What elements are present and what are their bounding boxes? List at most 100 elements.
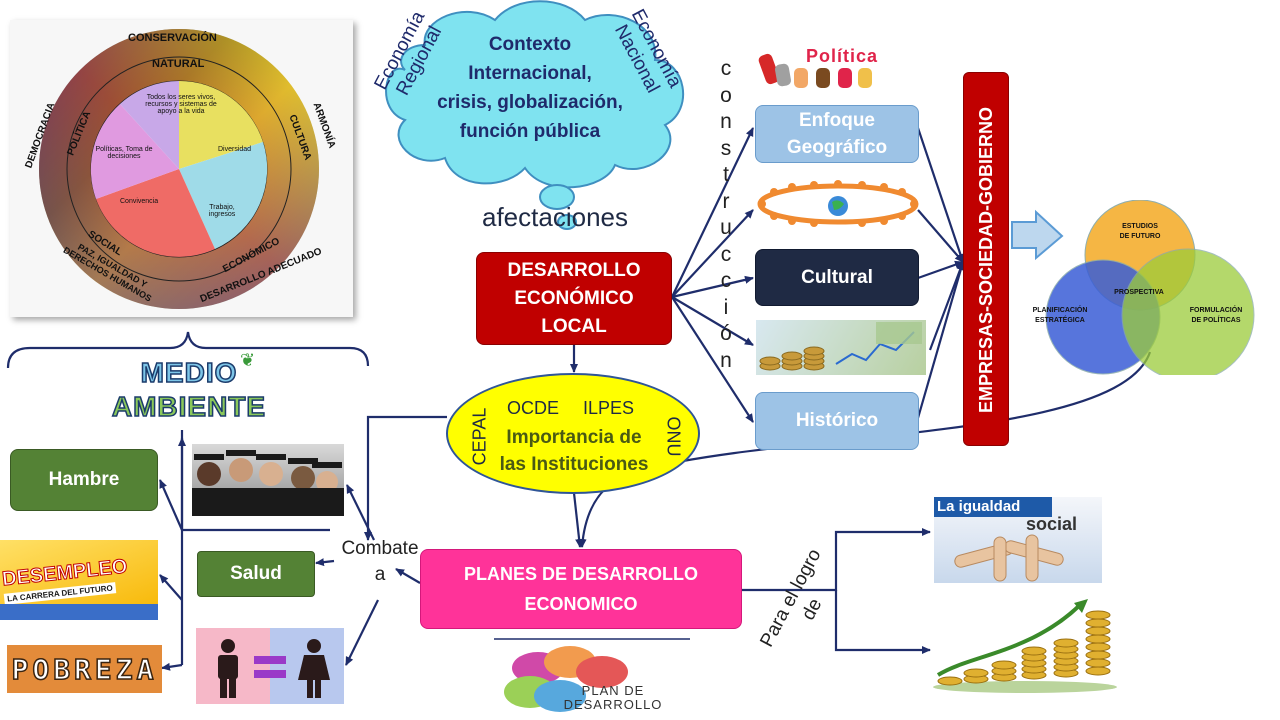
cultural-label: Cultural	[801, 266, 873, 288]
arrow-instituciones-planes	[572, 492, 584, 548]
arrow-cultural-bar	[917, 260, 964, 280]
igualdad-social-image: La igualdad social	[934, 497, 1102, 583]
arrow-del-personas	[671, 209, 754, 298]
salud-box: Salud	[197, 551, 315, 597]
del-line-1: DESARROLLO	[507, 259, 641, 281]
construccion-letter: s	[720, 136, 732, 160]
desarrollo-economico-local-box: DESARROLLO ECONÓMICO LOCAL	[476, 252, 672, 345]
hands-circle-drawing	[954, 534, 1064, 582]
planificacion-line-2: ESTRATÉGICA	[1035, 317, 1085, 324]
venn-formulacion-label: FORMULACIÓN DE POLÍTICAS	[1176, 306, 1256, 326]
wheel-sector-politicas: Políticas, Toma de decisiones	[95, 146, 153, 160]
plan-logo-line-1: PLAN DE	[581, 683, 645, 698]
gender-equality-image	[196, 628, 344, 704]
cultural-box: Cultural	[755, 249, 919, 306]
pobreza-label: POBREZA	[11, 652, 158, 687]
wheel-sector-convivencia: Convivencia	[120, 198, 159, 205]
planes-line-1: PLANES DE DESARROLLO	[463, 564, 699, 584]
wheel-brace	[6, 331, 370, 369]
instituciones-line-1: Importancia de	[506, 427, 642, 448]
arrow-combate-graduados	[346, 484, 375, 541]
arrow-personas-bar	[917, 209, 964, 263]
instituciones-ellipse	[446, 373, 700, 494]
cloud-main-text: Contexto Internacional, crisis, globaliz…	[420, 30, 640, 146]
venn-circle-formulacion	[1121, 248, 1255, 375]
cloud-line-4: función pública	[459, 121, 601, 142]
venn-diagram	[1045, 200, 1255, 375]
geografico-line-2: Geográfico	[786, 137, 888, 158]
growth-coins-image	[930, 595, 1120, 695]
combate-label: Combate a	[332, 536, 428, 588]
hambre-box: Hambre	[10, 449, 158, 511]
construccion-letter: c	[720, 269, 732, 292]
ilpes-label: ILPES	[583, 398, 635, 418]
money-chart-image	[756, 320, 926, 375]
construccion-letter: c	[720, 57, 732, 80]
desempleo-image: DESEMPLEO LA CARRERA DEL FUTURO	[0, 540, 158, 620]
arrow-del-dinero	[671, 296, 754, 346]
wheel-sector-diversidad: Diversidad	[218, 146, 252, 153]
estudios-line-1: ESTUDIOS	[1122, 223, 1158, 230]
politica-label: Política	[806, 46, 879, 66]
planes-desarrollo-box: PLANES DE DESARROLLO ECONOMICO	[420, 549, 742, 629]
venn-prospectiva-label: PROSPECTIVA	[1114, 289, 1164, 296]
empresas-sociedad-gobierno-bar	[963, 72, 1009, 446]
historico-label: Histórico	[795, 410, 879, 431]
construccion-letter: n	[720, 110, 732, 133]
construccion-letter: u	[720, 216, 732, 239]
del-line-3: LOCAL	[541, 315, 607, 337]
empresas-sociedad-gobierno-label: EMPRESAS-SOCIEDAD-GOBIERNO	[976, 106, 996, 414]
hands-drawing	[758, 53, 872, 88]
igualdad-line-2: social	[1026, 514, 1078, 534]
salud-label: Salud	[230, 563, 282, 584]
construccion-letter: i	[723, 295, 729, 319]
pobreza-image: POBREZA	[7, 645, 162, 693]
arrow-spine-desempleo	[159, 574, 183, 601]
desempleo-stripe	[0, 604, 158, 620]
afectaciones-label: afectaciones	[482, 202, 628, 232]
plan-logo-line-2: DESARROLLO	[563, 697, 663, 712]
plan-logo-text: PLAN DE DESARROLLO	[538, 684, 688, 712]
arrow-spine-hambre	[158, 479, 184, 531]
onu-label: ONU	[663, 416, 684, 457]
construccion-letter: t	[723, 163, 729, 186]
arrow-instituciones-combate	[364, 415, 447, 541]
block-arrow-bar-venn	[1011, 209, 1064, 261]
arrow-del-historico	[671, 296, 754, 423]
graduates-drawing	[192, 450, 344, 516]
igualdad-line-1: La igualdad	[937, 498, 1021, 515]
development-wheel-image: CONSERVACIÓN NATURAL ARMONÍA CULTURA DES…	[10, 20, 353, 317]
wheel-drawing	[39, 29, 319, 309]
arrow-planes-crecimiento	[834, 590, 931, 654]
cloud-line-1: Contexto	[488, 34, 572, 55]
estudios-line-2: DE FUTURO	[1119, 233, 1161, 240]
gender-figures	[218, 639, 330, 698]
arrow-geografico-bar	[916, 127, 965, 263]
arrow-historico-bar	[916, 261, 965, 419]
arrow-dinero-bar	[928, 261, 965, 351]
combate-line-2: a	[374, 564, 386, 585]
growth-coins-drawing	[933, 599, 1117, 693]
thought-cloud	[385, 0, 684, 230]
money-chart-drawing	[759, 322, 922, 371]
cloud-line-2: Internacional,	[468, 63, 592, 84]
combate-line-1: Combate	[341, 538, 419, 559]
arrow-planes-combate	[395, 568, 421, 584]
arrow-del-geografico	[671, 127, 754, 298]
formulacion-line-1: FORMULACIÓN	[1189, 307, 1243, 314]
construccion-letter: n	[720, 348, 732, 372]
plan-logo-drawing	[504, 646, 628, 712]
arrow-combate-genero	[345, 599, 379, 666]
wheel-ring-natural: NATURAL	[152, 58, 205, 70]
instituciones-text: Importancia de las Instituciones	[486, 424, 662, 478]
people-circle-image	[752, 180, 925, 228]
wheel-sector-trabajo: Trabajo, ingresos	[208, 204, 236, 218]
del-line-2: ECONÓMICO	[514, 287, 634, 309]
wheel-sector-seres-vivos: Todos los seres vivos, recursos y sistem…	[145, 94, 217, 115]
politica-image: Política	[758, 46, 920, 88]
ambiente-line: AMBIENTE	[111, 390, 267, 423]
construccion-letter: c	[720, 242, 732, 266]
medio-line: MEDIO	[140, 356, 238, 389]
arrow-combate-salud	[315, 558, 335, 567]
